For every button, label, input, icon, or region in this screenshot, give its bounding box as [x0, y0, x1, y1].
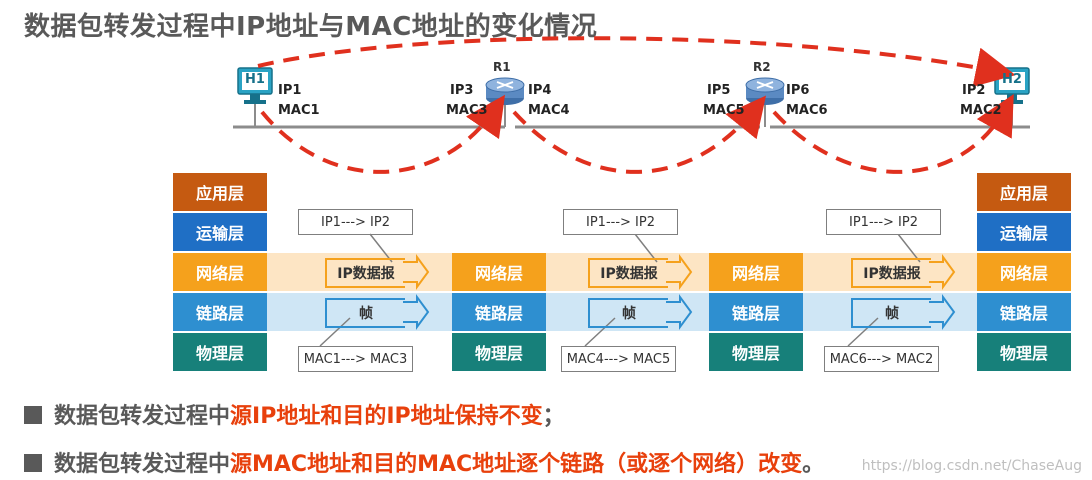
hop2-ip-datagram: IP数据报	[588, 258, 668, 288]
r1-physical-layer: 物理层	[452, 333, 546, 371]
watermark: https://blog.csdn.net/ChaseAug	[861, 458, 1082, 474]
bullet-suffix: 。	[802, 452, 825, 477]
hop1-path-arrow	[260, 94, 506, 174]
hop1-frame: 帧	[325, 298, 405, 328]
r1-right-mac-label: MAC4	[528, 103, 570, 118]
h2-network-layer: 网络层	[977, 253, 1071, 291]
bullet-mac-changes: 数据包转发过程中源MAC地址和目的MAC地址逐个链路（或逐个网络）改变。	[24, 446, 824, 478]
r2-left-ip-label: IP5	[707, 83, 731, 98]
r2-left-mac-label: MAC5	[703, 103, 745, 118]
bullet-suffix: ；	[542, 404, 565, 429]
r1-link-layer: 链路层	[452, 293, 546, 331]
bullet-ip-unchanged: 数据包转发过程中源IP地址和目的IP地址保持不变；	[24, 398, 565, 430]
r2-network-layer: 网络层	[709, 253, 803, 291]
bullet-prefix: 数据包转发过程中	[54, 404, 231, 429]
bullet-highlight: 源MAC地址和目的MAC地址逐个链路（或逐个网络）改变	[230, 452, 803, 477]
h1-mac-label: MAC1	[278, 103, 320, 118]
host-h1-label: H1	[245, 72, 265, 87]
hop3-path-arrow	[772, 94, 1014, 174]
h1-ip-label: IP1	[278, 83, 302, 98]
hop2-frame: 帧	[588, 298, 668, 328]
hop2-mac-address-box: MAC4---> MAC5	[561, 346, 676, 372]
hop1-datagram-arrowhead	[403, 253, 430, 291]
hop3-ip-address-box: IP1---> IP2	[826, 209, 941, 235]
h1-application-layer: 应用层	[173, 173, 267, 211]
h1-transport-layer: 运输层	[173, 213, 267, 251]
router-r1-label: R1	[493, 60, 511, 74]
hop2-path-arrow	[512, 95, 767, 174]
page-title: 数据包转发过程中IP地址与MAC地址的变化情况	[24, 12, 598, 42]
r2-link-layer: 链路层	[709, 293, 803, 331]
hop1-mac-address-box: MAC1---> MAC3	[298, 346, 413, 372]
hop3-ip-datagram: IP数据报	[851, 258, 931, 288]
hop3-mac-address-box: MAC6---> MAC2	[824, 346, 939, 372]
h2-link-layer: 链路层	[977, 293, 1071, 331]
h2-application-layer: 应用层	[977, 173, 1071, 211]
bullet-square-icon	[24, 454, 42, 472]
hop2-frame-arrowhead	[666, 293, 693, 331]
h2-ip-label: IP2	[962, 83, 986, 98]
r1-left-mac-label: MAC3	[446, 103, 488, 118]
end-to-end-path-arrow	[257, 36, 1016, 87]
host-h2-label: H2	[1002, 72, 1022, 87]
h2-physical-layer: 物理层	[977, 333, 1071, 371]
hop1-ip-address-box: IP1---> IP2	[298, 209, 413, 235]
r2-physical-layer: 物理层	[709, 333, 803, 371]
h2-mac-label: MAC2	[960, 103, 1002, 118]
host-computer-icon	[237, 67, 273, 127]
r1-network-layer: 网络层	[452, 253, 546, 291]
router-r2-label: R2	[753, 60, 771, 74]
h1-physical-layer: 物理层	[173, 333, 267, 371]
r2-right-mac-label: MAC6	[786, 103, 828, 118]
r2-right-ip-label: IP6	[786, 83, 810, 98]
bullet-prefix: 数据包转发过程中	[54, 452, 231, 477]
hop3-frame-arrowhead	[929, 293, 956, 331]
hop3-frame: 帧	[851, 298, 931, 328]
bullet-highlight: 源IP地址和目的IP地址保持不变	[230, 404, 543, 429]
hop3-datagram-arrowhead	[929, 253, 956, 291]
bullet-square-icon	[24, 406, 42, 424]
hop1-ip-datagram: IP数据报	[325, 258, 405, 288]
r1-right-ip-label: IP4	[528, 83, 552, 98]
topology-diagram	[233, 36, 1030, 174]
h1-link-layer: 链路层	[173, 293, 267, 331]
r1-left-ip-label: IP3	[450, 83, 474, 98]
hop2-datagram-arrowhead	[666, 253, 693, 291]
h1-network-layer: 网络层	[173, 253, 267, 291]
hop1-frame-arrowhead	[403, 293, 430, 331]
h2-transport-layer: 运输层	[977, 213, 1071, 251]
hop2-ip-address-box: IP1---> IP2	[563, 209, 678, 235]
